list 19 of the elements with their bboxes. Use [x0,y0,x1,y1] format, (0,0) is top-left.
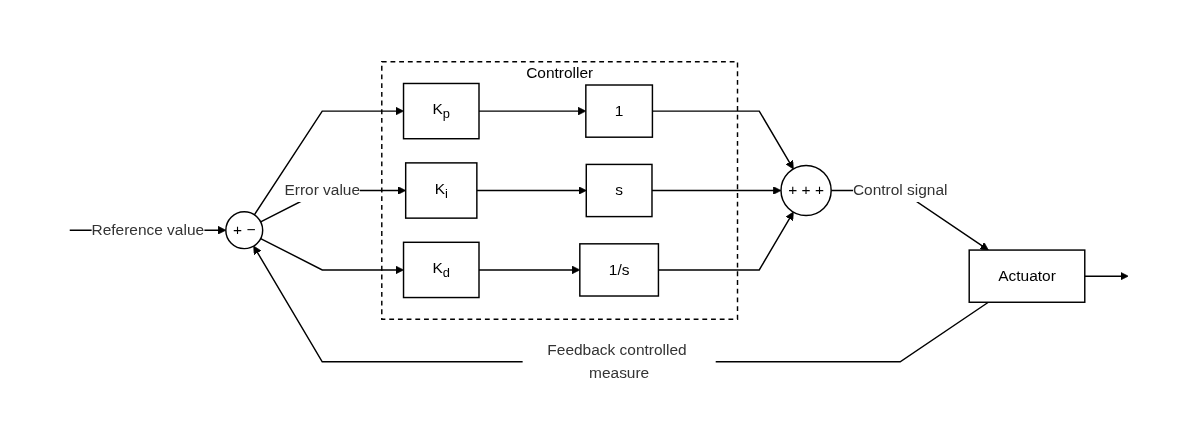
edge-label: Reference value [91,221,205,238]
node-box: s [585,163,653,217]
node-circle: + − [225,210,264,249]
node-box: 1 [585,83,654,138]
arrow [1084,271,1129,281]
node-box: K$_{d}$ [402,241,480,298]
edge-label: Error value [284,181,361,198]
node-box: K$_{i}$ [404,161,478,219]
arrow [651,185,782,195]
node-circle: + + + [780,164,832,216]
node-box: K$_{p}$ [402,82,480,140]
node-box: 1/s [579,242,660,297]
edge-label: Feedback controlled measure [547,341,687,381]
node-box: Actuator [968,248,1086,303]
arrow [253,106,404,216]
arrow [476,185,587,195]
edge-label: Control signal [852,181,948,198]
arrow [259,237,404,274]
arrow [253,245,990,363]
